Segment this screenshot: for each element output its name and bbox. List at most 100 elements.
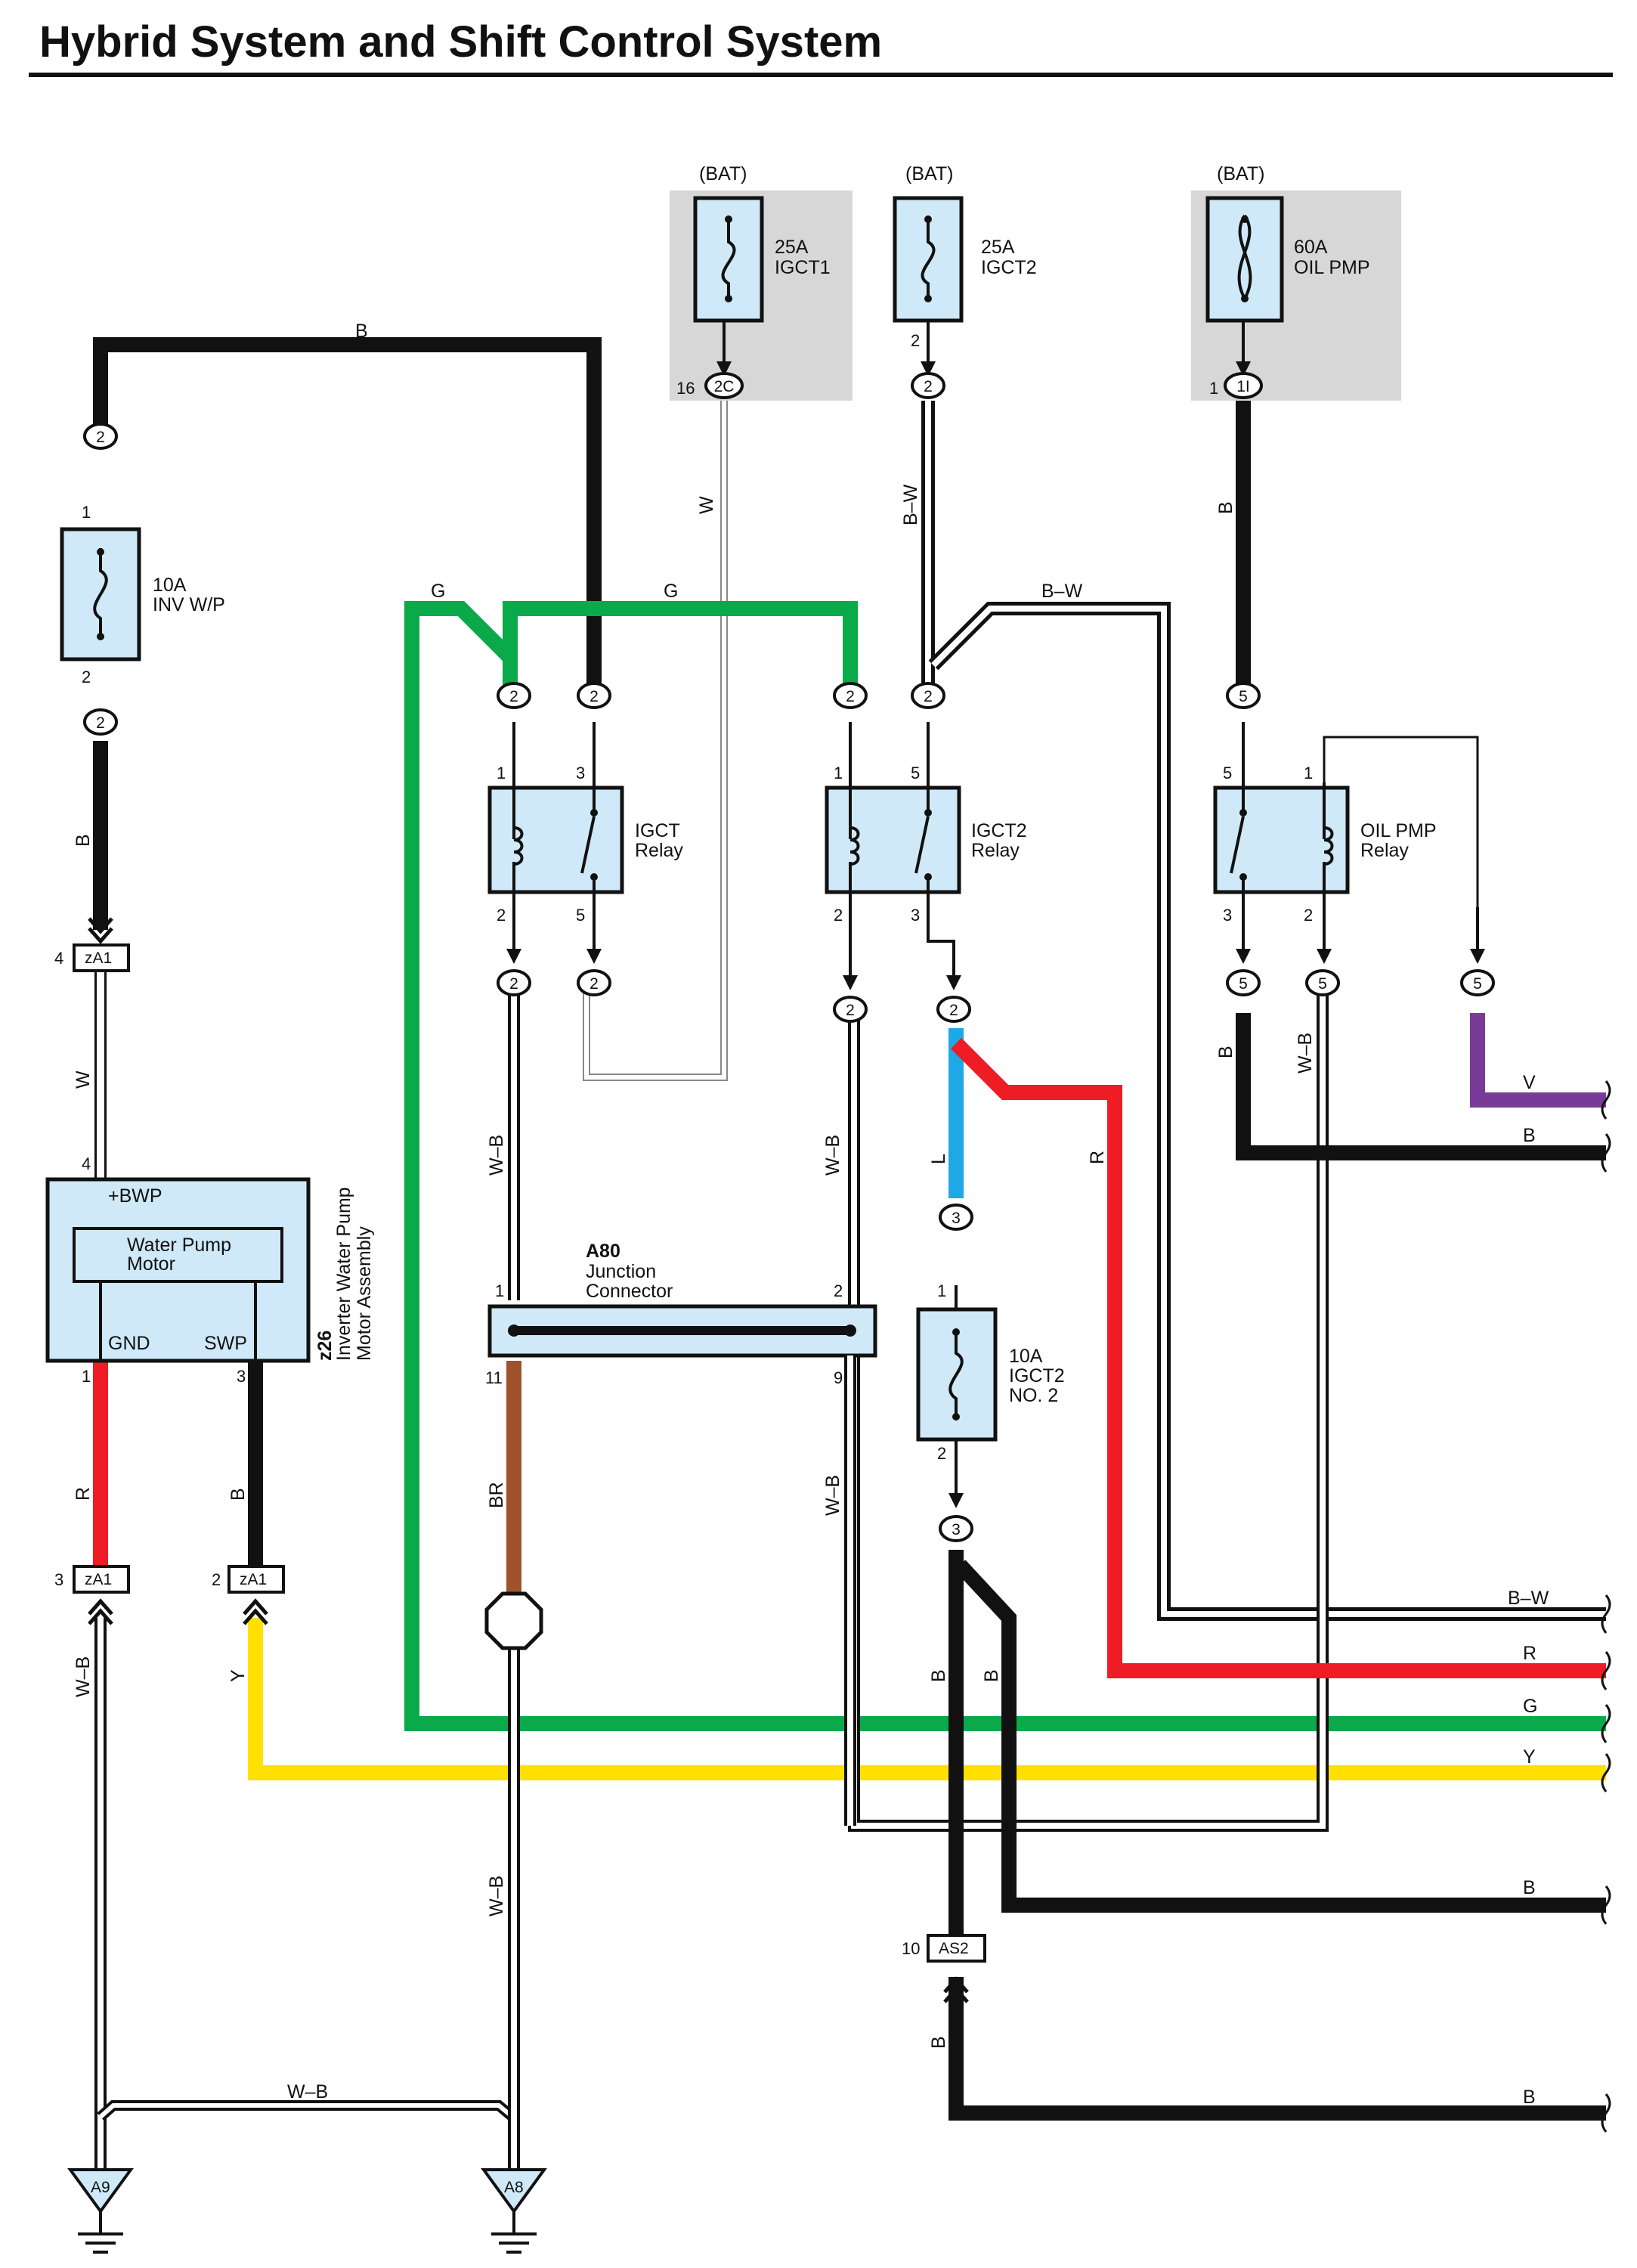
pin: 16 [676, 379, 695, 398]
oval-connector-pin: 5 [1318, 975, 1327, 993]
right-label-b: B [1523, 1125, 1536, 1146]
right-label-b2: B [1523, 1877, 1536, 1898]
wire-thin-oilpmp [1323, 736, 1479, 954]
pin: 3 [1223, 906, 1232, 925]
oval-connector-pin: 2 [509, 688, 518, 705]
relay-igct-l2: Relay [635, 840, 683, 861]
oval-connector [911, 372, 945, 399]
wire-label-bw-igct2: B–W [900, 484, 921, 525]
relay-igct2-l1: IGCT2 [971, 820, 1027, 841]
pin: 2 [212, 1570, 221, 1589]
wire-label-g-left: G [431, 581, 445, 602]
wire-label-top-b: B [355, 321, 368, 342]
pin: 1 [495, 1281, 504, 1300]
ground-a9-label: A9 [91, 2179, 110, 2196]
wire-label-r-pump: R [73, 1487, 94, 1501]
right-label-g: G [1523, 1696, 1537, 1717]
wire-label-b2: B [981, 1669, 1002, 1682]
pump-gnd: GND [108, 1333, 150, 1354]
wire-b-as2 [948, 1977, 1606, 2121]
pin: 1 [937, 1281, 946, 1300]
right-label-b3: B [1523, 2087, 1536, 2108]
pump-name1: Inverter Water Pump [333, 1187, 354, 1361]
pump-swp: SWP [204, 1333, 247, 1354]
wire-v [1470, 1013, 1606, 1108]
fuse-oilpmp-amp: 60A [1294, 237, 1328, 258]
wire-label-wb-bottom: W–B [287, 2081, 328, 2102]
oval-connector [936, 996, 971, 1023]
oval-connector-pin: 2 [846, 1002, 855, 1019]
relay-igct2 [825, 722, 961, 990]
pin: 4 [82, 1154, 91, 1173]
pin: 1 [834, 764, 843, 782]
right-label-v: V [1523, 1072, 1536, 1093]
right-label-r: R [1523, 1643, 1536, 1664]
wire-label-g-mid: G [664, 581, 678, 602]
oval-connector-pin: 3 [952, 1521, 961, 1538]
pump-plus: +BWP [108, 1185, 162, 1207]
oval-connector-pin: 5 [1239, 688, 1248, 705]
wire-label-w-zA1: W [73, 1070, 94, 1089]
oval-connector [1460, 969, 1495, 996]
ground-a8-label: A8 [504, 2179, 524, 2196]
fuse-oilpmp [1205, 196, 1284, 376]
fuse-igct2-amp: 25A [981, 237, 1015, 258]
oval-connector-pin: 2 [924, 378, 933, 395]
oval-connector-pin: 2 [96, 714, 105, 732]
wire-label-wb-oilpmp: W–B [1295, 1033, 1316, 1074]
oval-connector-pin: 2 [924, 688, 933, 705]
fuse-igct2-name: IGCT2 [981, 257, 1037, 278]
wire-label-b-as2: B [928, 2036, 949, 2049]
fuse-igct2no2-name2: NO. 2 [1009, 1385, 1058, 1406]
relay-oilpmp-l1: OIL PMP [1360, 820, 1437, 841]
wire-label-b-oilpmp: B [1215, 1046, 1236, 1058]
pin: 1 [497, 764, 506, 782]
bat-label-3: (BAT) [1217, 163, 1264, 184]
right-label-y: Y [1523, 1746, 1536, 1768]
connector-as2 [927, 1934, 986, 1963]
title-rule [29, 73, 1613, 77]
oval-connector-pin: 5 [1239, 975, 1248, 993]
wire-label-bw-right: B–W [1041, 581, 1083, 602]
oval-connector [833, 682, 868, 709]
oval-connector [833, 996, 868, 1023]
wire-label-wb-a80-top: W–B [486, 1135, 507, 1176]
pin: 2 [82, 668, 91, 686]
pump-inner2: Motor [127, 1253, 175, 1275]
pin: 11 [485, 1368, 503, 1387]
oval-connector-pin: 2 [949, 1002, 958, 1019]
relay-igct2-l2: Relay [971, 840, 1020, 861]
zA1-left-label: zA1 [85, 1571, 112, 1588]
pin: 9 [834, 1368, 843, 1387]
wire-bw-right [928, 602, 1606, 1621]
fuse-igct2no2-name: IGCT2 [1009, 1365, 1065, 1387]
zA1-right-label: zA1 [240, 1571, 267, 1588]
pin: 1 [1209, 379, 1218, 398]
oval-connector [704, 372, 744, 399]
as2-label: AS2 [939, 1940, 969, 1957]
right-label-bw: B–W [1508, 1588, 1549, 1609]
ground-a9 [67, 2168, 134, 2254]
labels: (BAT) (BAT) (BAT) 25A IGCT1 25A IGCT2 60… [54, 163, 1549, 2196]
oval-connector-pin: 2 [846, 688, 855, 705]
oval-connector-pin: 5 [1473, 975, 1482, 993]
wire-y [248, 1618, 1606, 1780]
oval-connector [939, 1204, 973, 1231]
oval-connector [577, 682, 611, 709]
wire-label-w-igct1: W [696, 496, 717, 514]
oval-connector-pin: 2 [590, 688, 599, 705]
wire-label-b1: B [928, 1669, 949, 1682]
oval-connector-pin: 2 [509, 975, 518, 993]
pump-name2: Motor Assembly [354, 1226, 375, 1361]
wire-b-oilpmp [1236, 1013, 1606, 1160]
pin: 3 [54, 1570, 63, 1589]
pin: 3 [237, 1367, 246, 1386]
oval-connector [83, 423, 118, 450]
wire-label-l: L [928, 1154, 949, 1164]
pin: 5 [1223, 764, 1232, 782]
fuse-igct1 [693, 196, 764, 376]
pin: 1 [82, 1367, 91, 1386]
wire-r [950, 1037, 1606, 1678]
